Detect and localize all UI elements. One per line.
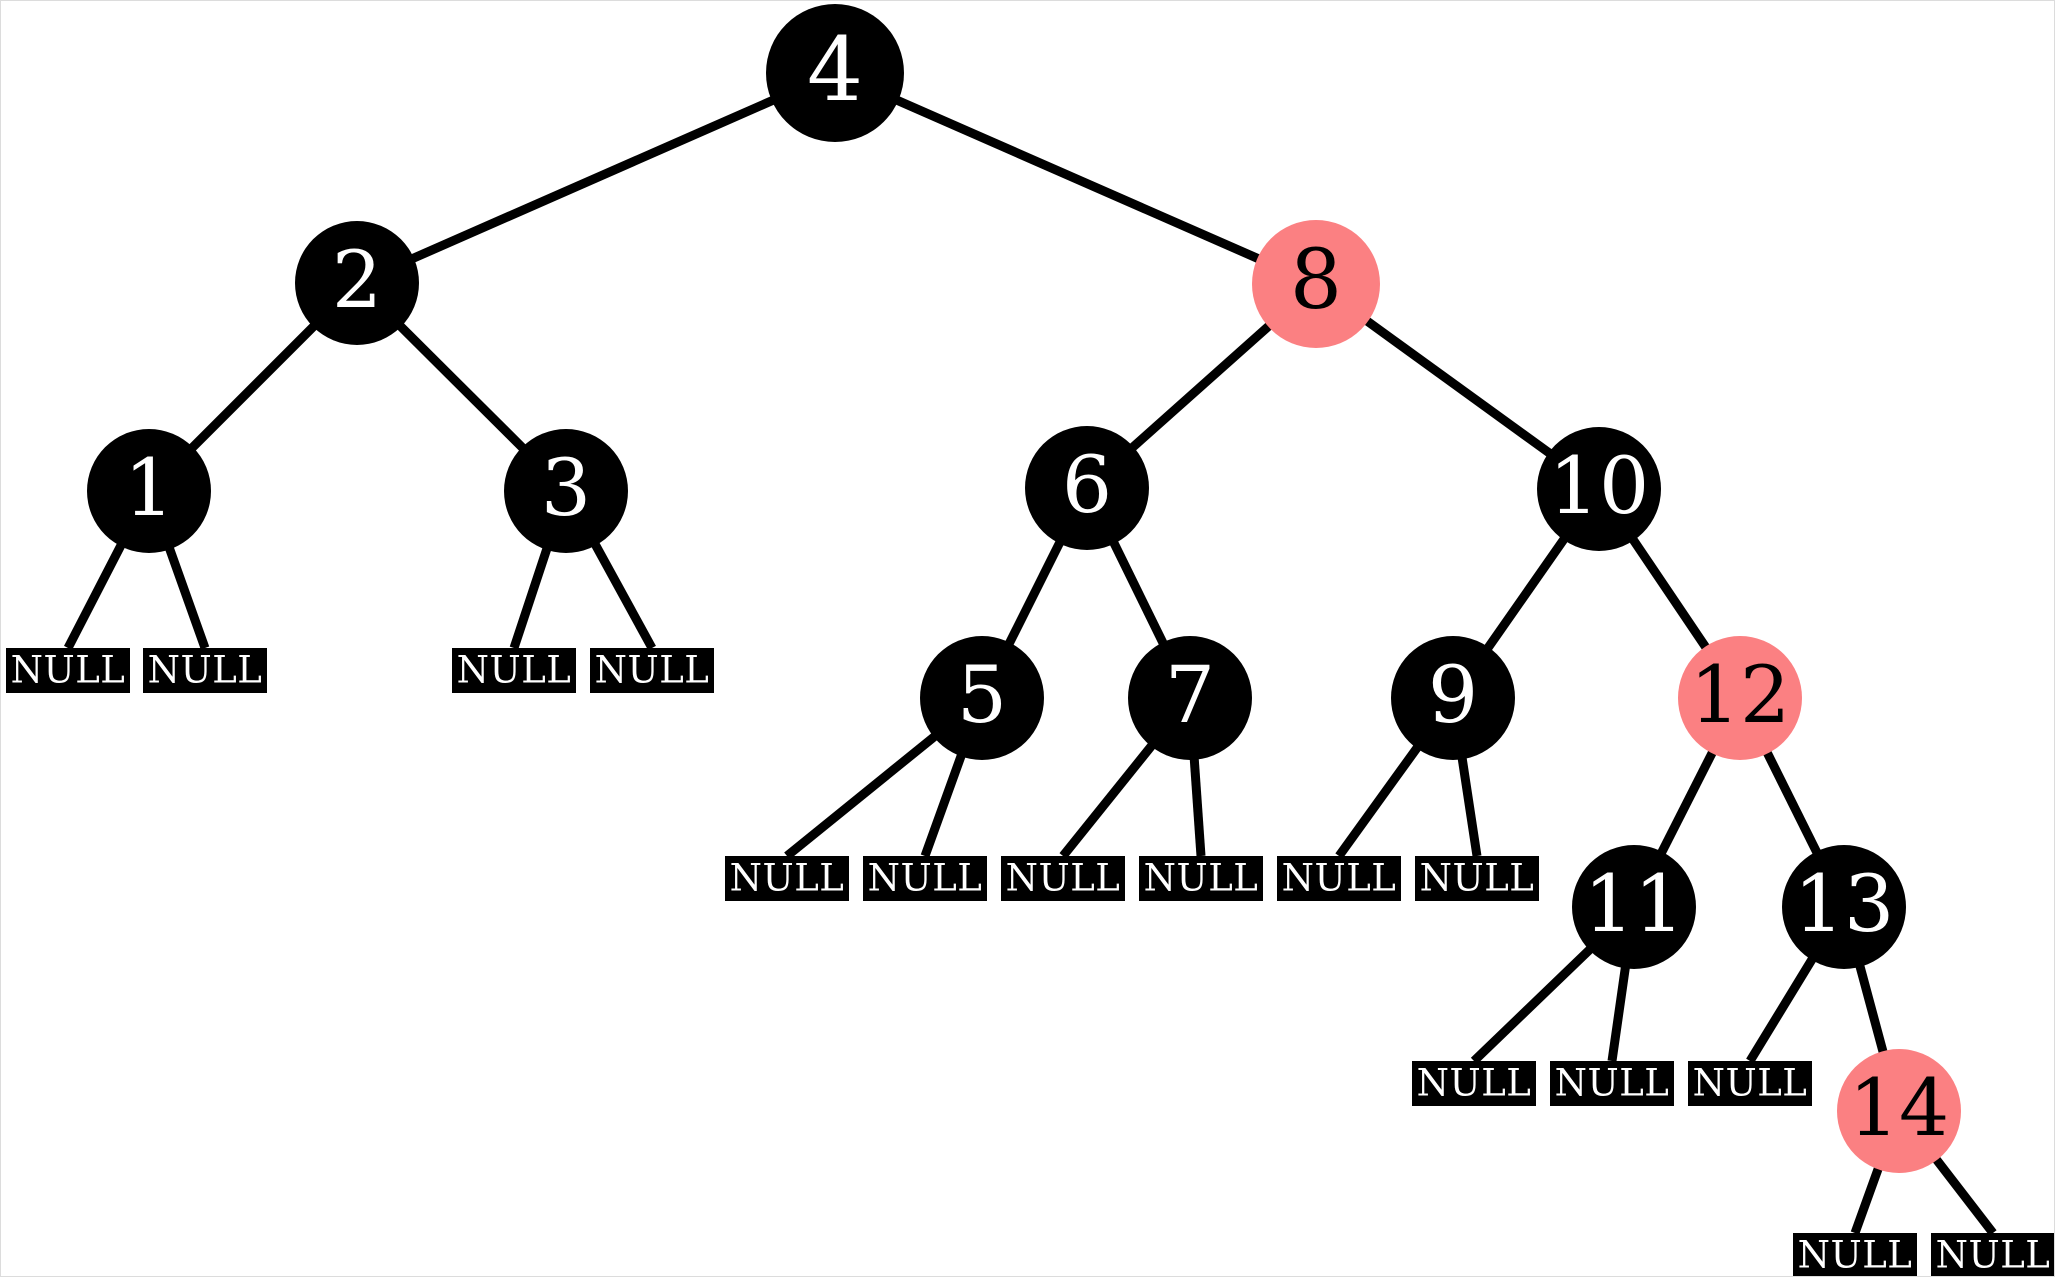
tree-null-leaf-label: NULL [1416, 1061, 1532, 1105]
tree-null-leaf-label: NULL [867, 856, 983, 900]
tree-edge [509, 535, 556, 650]
tree-node-7[interactable]: 7 [1128, 636, 1252, 760]
tree-edge [1120, 313, 1282, 460]
tree-edge [1622, 526, 1717, 661]
tree-null-leaf: NULL [1001, 856, 1125, 901]
tree-edge [1757, 739, 1827, 866]
tree-node-3[interactable]: 3 [504, 429, 628, 553]
tree-null-leaf: NULL [1415, 856, 1539, 901]
tree-edge [1059, 732, 1164, 859]
tree-edge [1188, 745, 1206, 857]
tree-edge [1104, 529, 1173, 657]
tree-edge [1924, 1146, 1997, 1236]
tree-null-leaf-label: NULL [1554, 1061, 1670, 1105]
tree-edge [388, 313, 535, 461]
tree-node-6[interactable]: 6 [1025, 426, 1149, 550]
tree-null-leaf: NULL [1931, 1233, 2054, 1277]
tree-node-12[interactable]: 12 [1678, 636, 1802, 760]
tree-node-label: 7 [1164, 648, 1216, 741]
tree-edge [1852, 952, 1891, 1066]
tree-edge [1335, 734, 1429, 859]
tree-null-leaf-label: NULL [729, 856, 845, 900]
tree-node-5[interactable]: 5 [920, 636, 1044, 760]
tree-null-leaf-label: NULL [147, 648, 263, 692]
tree-edge [1607, 954, 1632, 1062]
tree-node-label: 14 [1848, 1061, 1950, 1154]
tree-node-1[interactable]: 1 [87, 429, 211, 553]
tree-null-leaf-label: NULL [1281, 856, 1397, 900]
tree-node-label: 13 [1793, 857, 1895, 950]
tree-null-leaf: NULL [725, 856, 849, 901]
tree-node-label: 8 [1289, 233, 1343, 329]
tree-edge [882, 90, 1273, 269]
tree-node-label: 3 [540, 441, 592, 534]
tree-edge [64, 531, 131, 651]
tree-null-leaf: NULL [1688, 1061, 1812, 1106]
tree-edge [180, 314, 326, 460]
tree-null-leaf: NULL [6, 648, 130, 693]
tree-edge [1477, 526, 1575, 661]
tree-node-label: 4 [807, 17, 863, 121]
tree-node-label: 9 [1427, 648, 1479, 741]
tree-null-leaf: NULL [1412, 1061, 1536, 1106]
tree-node-label: 6 [1061, 438, 1113, 531]
tree-node-13[interactable]: 13 [1782, 845, 1906, 969]
tree-node-9[interactable]: 9 [1391, 636, 1515, 760]
tree-node-14[interactable]: 14 [1837, 1049, 1961, 1173]
tree-null-leaf-label: NULL [1797, 1233, 1913, 1277]
tree-node-11[interactable]: 11 [1572, 845, 1696, 969]
tree-edge [585, 531, 656, 651]
tree-null-leaf-label: NULL [10, 648, 126, 692]
tree-node-label: 10 [1548, 439, 1650, 532]
tree-null-leaf-label: NULL [594, 648, 710, 692]
tree-null-leaf: NULL [863, 856, 987, 901]
tree-node-8[interactable]: 8 [1252, 220, 1380, 348]
tree-null-leaf-label: NULL [1419, 856, 1535, 900]
tree-null-leaf: NULL [1550, 1061, 1674, 1106]
tree-node-label: 11 [1583, 857, 1685, 950]
tree-null-leaf-label: NULL [1935, 1233, 2051, 1277]
tree-node-label: 2 [331, 233, 383, 326]
tree-null-leaf: NULL [452, 648, 576, 693]
tree-edge [784, 724, 948, 860]
tree-null-leaf: NULL [143, 648, 267, 693]
tree-null-leaf-label: NULL [1143, 856, 1259, 900]
tree-node-label: 12 [1689, 648, 1791, 741]
tree-null-leaf: NULL [590, 648, 714, 693]
tree-edge [999, 529, 1070, 657]
tree-node-2[interactable]: 2 [295, 221, 419, 345]
tree-null-leaf: NULL [1139, 856, 1263, 901]
tree-null-leaf-label: NULL [1005, 856, 1121, 900]
tree-edge [1455, 745, 1482, 857]
tree-node-4[interactable]: 4 [766, 4, 904, 142]
tree-node-10[interactable]: 10 [1537, 427, 1661, 551]
tree-edge [1746, 945, 1823, 1064]
tree-node-label: 1 [123, 441, 175, 534]
tree-null-leaf: NULL [1277, 856, 1401, 901]
tree-edge [1651, 739, 1723, 866]
tree-edge [1353, 309, 1563, 465]
tree-edge [1470, 937, 1603, 1065]
tree-edge [399, 90, 788, 268]
tree-edge [920, 741, 970, 858]
tree-null-leaf: NULL [1793, 1233, 1917, 1277]
tree-null-leaf-label: NULL [456, 648, 572, 692]
tree-node-label: 5 [956, 648, 1008, 741]
tree-null-leaf-label: NULL [1692, 1061, 1808, 1105]
tree-edge [161, 535, 210, 650]
